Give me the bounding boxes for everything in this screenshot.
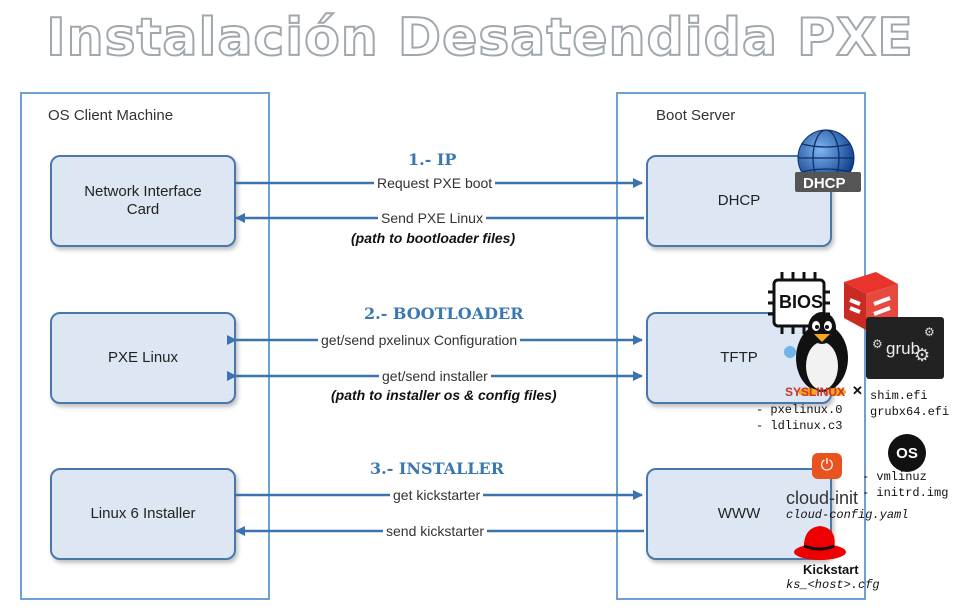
kickstart-label: Kickstart [803,562,859,577]
edge-label-pxelinux-config: get/send pxelinux Configuration [318,332,521,348]
gear-icon: ⚙ [872,337,883,351]
node-label: DHCP [717,192,761,209]
cloud-init-logo-text: cloud-init [786,488,859,508]
chip-icon [768,272,830,334]
edge-label-request-pxe-boot: Request PXE boot [374,175,496,191]
edge-label-get-send-installer: get/send installer [379,368,491,384]
node-label: Linux 6 Installer [90,505,196,522]
dhcp-logo-text: DHCP [803,175,846,192]
gear-icon: ⚙ [914,345,931,365]
dhcp-node: DHCP [646,155,832,247]
bios-chip-logo: BIOS [768,272,830,334]
edge-label-send-pxe-linux: Send PXE Linux [378,210,486,226]
tux-icon [784,312,848,396]
grub-logo-text: grub [886,339,921,358]
syslinux-file-1: - pxelinux.0 [756,403,843,417]
network-interface-card-node: Network Interface Card [50,155,236,247]
stage-ip-label: 1.- IP [408,150,457,169]
syslinux-tux-logo [778,306,864,398]
page-title: Instalación Desatendida PXE [45,7,914,69]
bios-logo-text: BIOS [779,292,824,312]
os-logo-text: OS [896,444,918,462]
grub-file-1: shim.efi [870,389,928,403]
node-label: PXE Linux [107,349,179,366]
stage-bootloader-label: 2.- BOOTLOADER [364,304,524,323]
node-label: WWW [717,505,761,522]
node-label: Network Interface Card [84,183,202,218]
server-column-title: Boot Server [656,107,736,124]
close-x-icon: ✕ [852,383,863,398]
linux-installer-node: Linux 6 Installer [50,468,236,560]
os-file-1: - vmlinuz [862,470,927,484]
os-logo: OS [888,434,926,472]
client-column-title: OS Client Machine [48,107,174,124]
pxe-linux-node: PXE Linux [50,312,236,404]
grub-logo: grub ⚙ ⚙ ⚙ [866,317,944,379]
node-label: TFTP [720,349,758,366]
redhat-logo [792,522,848,562]
syslinux-logo-text: SYSLINUX [785,385,846,399]
gear-icon: ⚙ [924,325,935,339]
stage-installer-label: 3.- INSTALLER [370,459,505,478]
syslinux-file-2: - ldlinux.c3 [756,419,843,433]
grub-file-2: grubx64.efi [870,405,950,419]
note-installer-path: (path to installer os & config files) [331,387,557,403]
edge-label-get-kickstarter: get kickstarter [390,487,484,503]
www-node: WWW [646,468,832,560]
cloud-config-file: cloud-config.yaml [786,508,909,522]
red-hat-icon [794,526,846,560]
note-bootloader-path: (path to bootloader files) [351,230,516,246]
dhcp-globe-logo: DHCP [793,128,863,198]
kickstart-file: ks_<host>.cfg [786,578,880,592]
globe-icon [795,129,861,192]
cloud-init-icon: ⏻ [812,453,842,479]
edge-label-send-kickstarter: send kickstarter [383,523,488,539]
os-file-2: - initrd.img [862,486,949,500]
